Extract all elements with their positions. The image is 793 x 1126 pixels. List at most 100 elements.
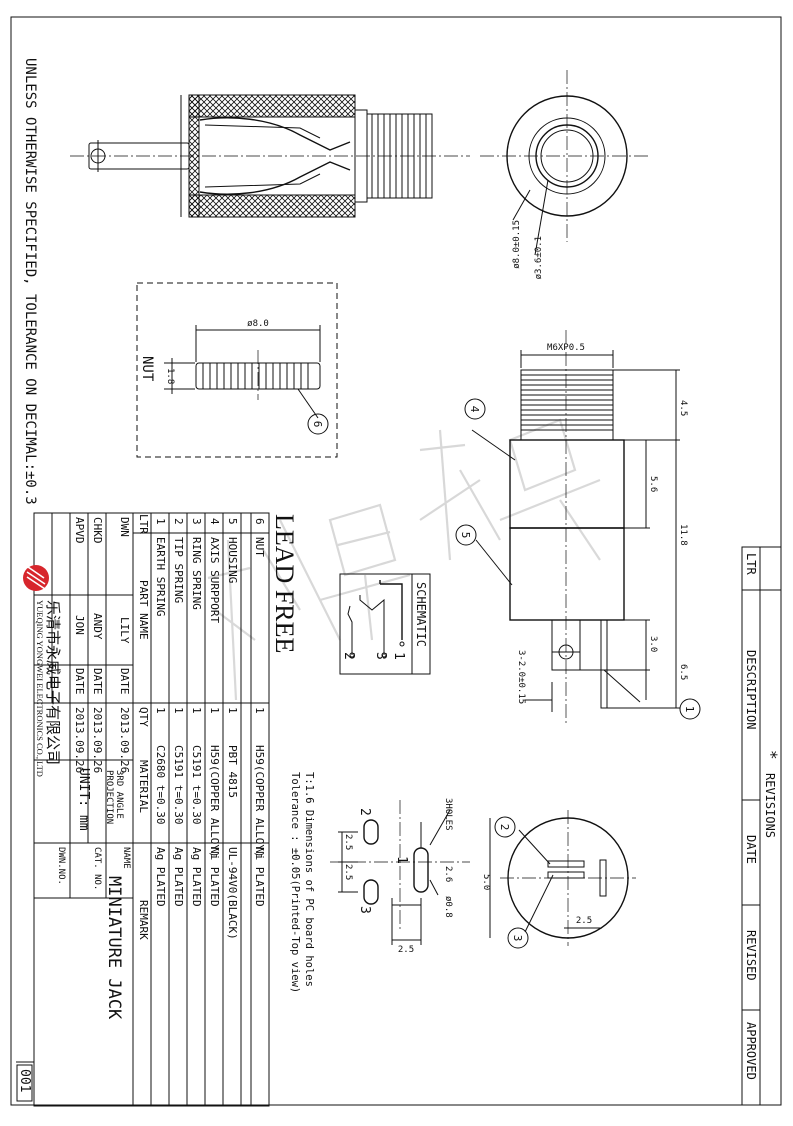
- part-4-name: AXIS SURPPORT: [208, 537, 221, 624]
- revisions-approved: APPROVED: [744, 1022, 758, 1080]
- dim-hole-pitch-b: 2.5: [343, 864, 353, 880]
- svg-text:1: 1: [683, 706, 696, 713]
- part-6-ltr: 6: [253, 518, 266, 525]
- revisions-mark: *: [762, 750, 781, 760]
- part-5-remark: UL-94V0(BLACK): [226, 847, 239, 940]
- chkd-date: 2013.09.26: [91, 707, 104, 774]
- revisions-date: DATE: [744, 835, 758, 864]
- dwn-name: LILY: [118, 617, 131, 644]
- tolerance-note: UNLESS OTHERWISE SPECIFIED, TOLERANCE ON…: [22, 58, 38, 505]
- part-4-material: H59(COPPER ALLOY): [208, 745, 221, 858]
- dwn-label: DWN: [118, 517, 131, 537]
- part-1-qty: 1: [154, 707, 167, 714]
- front-view: [480, 70, 650, 256]
- apvd-date: 2013.09.26: [73, 707, 86, 774]
- parts-header-remark: REMARK: [137, 900, 150, 940]
- pcb-pin-3: 3: [357, 906, 372, 914]
- title-block: [16, 512, 134, 1107]
- revisions-ltr: LTR: [744, 553, 758, 575]
- part-2-remark: Ag PLATED: [172, 847, 185, 907]
- part-4-qty: 1: [208, 707, 221, 714]
- svg-text:6: 6: [311, 421, 324, 428]
- dim-inner-diameter: ø3.6±0.1: [534, 236, 544, 279]
- part-3-name: RING SPRING: [190, 537, 203, 610]
- part-2-name: TIP SPRING: [172, 537, 185, 604]
- dim-4-5: 4.5: [678, 400, 688, 416]
- chkd-label: CHKD: [91, 517, 104, 544]
- jack-outline-view: [471, 330, 680, 725]
- pcb-pin-1: 1: [394, 856, 409, 864]
- apvd-date-label: DATE: [73, 668, 86, 695]
- part-3-qty: 1: [190, 707, 203, 714]
- part-1-name: EARTH SPRING: [154, 537, 167, 617]
- apvd-label: APVD: [73, 517, 86, 544]
- part-5-material: PBT 4815: [226, 745, 239, 798]
- part-4-ltr: 4: [208, 518, 221, 525]
- apvd-name: JON: [73, 615, 86, 635]
- part-3-ltr: 3: [190, 518, 203, 525]
- revisions-title: REVISIONS: [763, 773, 777, 839]
- part-3-material: C5191 t=0.30: [190, 745, 203, 825]
- dwn-date-label: DATE: [118, 668, 131, 695]
- part-name-value: MINIATURE JACK: [104, 876, 124, 1020]
- parts-header-ltr: LTR: [137, 514, 150, 534]
- bottom-view: [489, 810, 636, 946]
- schematic-title: SCHEMATIC: [414, 582, 428, 647]
- part-5-qty: 1: [226, 707, 239, 714]
- part-4-remark: Ni PLATED: [208, 847, 221, 907]
- projection-label: 3RD ANGLE PROJECTION: [104, 770, 124, 825]
- unit-label: UNIT: mm: [76, 768, 91, 831]
- part-6-qty: 1: [253, 707, 266, 714]
- company-name-en: YUEQING YONGWEI ELECTRONICS CO., LTD: [35, 600, 45, 777]
- company-logo: [23, 565, 49, 591]
- parts-header-material: MATERIAL: [137, 760, 150, 813]
- dim-hole-dia: ø0.8: [443, 896, 453, 918]
- part-6-remark: Ni PLATED: [253, 847, 266, 907]
- balloon-3: 3: [507, 927, 529, 949]
- revisions-revised: REVISED: [744, 930, 758, 981]
- dim-11-8: 11.8: [678, 524, 688, 546]
- nut-detail: [136, 282, 338, 458]
- watermark: [207, 418, 601, 701]
- name-label: NAME: [121, 847, 131, 869]
- dim-thread: M6XP0.5: [547, 343, 585, 353]
- schematic-pin-2: 2: [341, 652, 356, 660]
- schematic-pin-3: 3: [373, 652, 388, 660]
- svg-text:2: 2: [498, 824, 511, 831]
- svg-text:4: 4: [468, 406, 481, 413]
- dim-pcb-2-5: 2.5: [576, 916, 592, 926]
- dim-hole-pitch-a: 2.5: [343, 834, 353, 850]
- company-name-cn: 乐清市永威电子有限公司: [44, 600, 62, 766]
- dim-nut-thickness: 1.8: [165, 368, 175, 384]
- dwn-no-value: 001: [17, 1069, 32, 1093]
- dim-outer-diameter: ø8.0±0.15: [512, 220, 522, 269]
- chkd-name: ANDY: [91, 613, 104, 640]
- part-5-ltr: 5: [226, 518, 239, 525]
- schematic-pin-1: 1: [391, 652, 406, 660]
- part-2-material: C5191 t=0.30: [172, 745, 185, 825]
- part-2-qty: 1: [172, 707, 185, 714]
- dim-3-0: 3.0: [648, 636, 658, 652]
- chkd-date-label: DATE: [91, 668, 104, 695]
- part-1-remark: Ag PLATED: [154, 847, 167, 907]
- pcb-note-tolerance: Tolerance : ±0.05(Printed-Top view): [289, 772, 301, 993]
- revisions-block: [741, 546, 782, 1106]
- pcb-holes-view: [330, 800, 470, 945]
- parts-header-qty: QTY: [137, 707, 150, 727]
- balloon-4: 4: [464, 398, 486, 420]
- part-1-ltr: 1: [154, 518, 167, 525]
- dim-nut-diameter: ø8.0: [247, 319, 269, 329]
- schematic-box: [339, 573, 431, 675]
- side-section-view: [70, 94, 470, 218]
- balloon-6: 6: [307, 413, 329, 435]
- lead-free-label: LEAD FREE: [270, 514, 299, 653]
- svg-text:3: 3: [511, 935, 524, 942]
- parts-table: [132, 512, 270, 1107]
- part-6-material: H59(COPPER ALLOY): [253, 745, 266, 858]
- dwn-no-box: [16, 1064, 33, 1102]
- svg-text:5: 5: [459, 532, 472, 539]
- part-6-name: NUT: [253, 537, 266, 557]
- parts-header-name: PART NAME: [137, 580, 150, 640]
- cat-no-label: CAT. NO.: [92, 847, 102, 891]
